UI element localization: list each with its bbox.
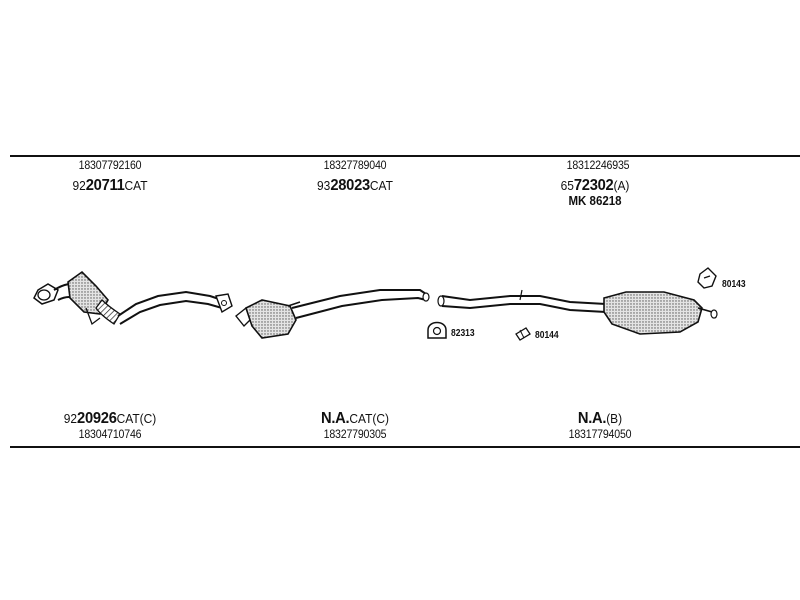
oe-number: 18304710746	[78, 429, 142, 441]
mounting-kit-number: MK 86218	[568, 194, 622, 208]
part-number: N.A.(B)	[549, 411, 650, 427]
part-main: N.A.	[321, 410, 350, 427]
part-suffix: (A)	[613, 178, 630, 193]
part-suffix: CAT	[369, 178, 393, 193]
small-part-label: 80143	[722, 279, 746, 290]
part-main: 72302	[573, 177, 614, 194]
part-prefix: 92	[72, 178, 86, 193]
part-number: 9220711CAT	[59, 178, 160, 194]
rear-silencer	[603, 291, 718, 335]
front-catalytic-converter	[33, 270, 121, 326]
front-pipe	[117, 290, 233, 325]
top-divider	[10, 155, 800, 157]
part-number: N.A.CAT(C)	[304, 411, 405, 427]
part-suffix: (B)	[606, 411, 623, 426]
part-number: 9220926CAT(C)	[50, 411, 170, 427]
gasket-82313	[427, 321, 447, 339]
part-main: 20926	[77, 410, 117, 427]
part-prefix: 92	[63, 411, 78, 426]
rubber-hanger-80143	[697, 267, 717, 289]
part-number: 6572302(A)	[544, 178, 645, 194]
rear-pipe	[437, 289, 607, 313]
part-number: 9328023CAT	[304, 178, 405, 194]
part-main: 28023	[330, 177, 370, 194]
part-prefix: 65	[560, 178, 574, 193]
part-prefix: 93	[317, 178, 331, 193]
part-main: 20711	[85, 177, 125, 194]
bottom-divider	[10, 446, 800, 448]
second-catalytic-converter	[235, 299, 301, 339]
small-part-label: 80144	[535, 330, 559, 341]
clamp-80144	[515, 327, 531, 341]
oe-number: 18317794050	[568, 429, 632, 441]
oe-number: 18307792160	[78, 160, 142, 172]
small-part-label: 82313	[451, 328, 475, 339]
oe-number: 18327790305	[323, 429, 387, 441]
part-suffix: CAT	[124, 178, 148, 193]
mid-pipe	[291, 289, 430, 319]
oe-number: 18327789040	[323, 160, 387, 172]
part-main: N.A.	[577, 410, 607, 427]
part-suffix: CAT(C)	[349, 411, 389, 426]
part-suffix: CAT(C)	[116, 411, 157, 426]
oe-number: 18312246935	[566, 160, 630, 172]
